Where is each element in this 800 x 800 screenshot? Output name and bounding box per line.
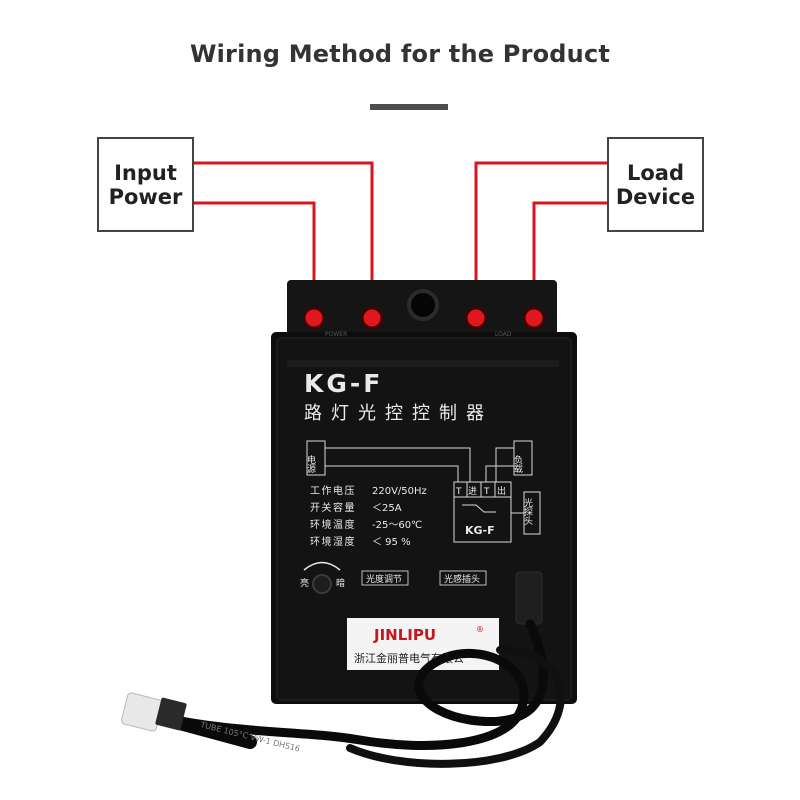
- knob-dark-label: 暗: [336, 577, 345, 589]
- terminal-load-2: [522, 306, 546, 330]
- sensor-plug-label: 光感插头: [444, 573, 480, 585]
- load-device-line2: Device: [615, 184, 696, 209]
- spec-value-3: -25～60℃: [372, 520, 422, 531]
- knob-bright-label: 亮: [300, 577, 309, 589]
- brightness-knob[interactable]: [312, 574, 332, 594]
- spec-label-1: 工作电压: [310, 484, 356, 497]
- knob-arc: [303, 561, 341, 571]
- title-underline: [370, 104, 448, 110]
- input-power-line2: Power: [108, 184, 183, 209]
- panel-wiring-diagram: [306, 440, 541, 543]
- terminal-power-2: [360, 306, 384, 330]
- spec-label-3: 环境温度: [310, 518, 356, 531]
- spec-label-4: 环境湿度: [310, 535, 356, 548]
- diagram-in: 进: [468, 486, 477, 497]
- model-label: KG-F: [304, 369, 383, 398]
- diagram-load-label: 负载: [512, 454, 523, 474]
- terminal-load-1: [464, 306, 488, 330]
- wire-input-1: [190, 161, 374, 312]
- spec-value-4: ＜ 95 %: [372, 537, 411, 548]
- load-device-label-box: Load Device: [607, 137, 704, 232]
- spec-label-2: 开关容量: [310, 501, 356, 514]
- wire-input-2: [190, 201, 316, 312]
- product-name-cn: 路灯光控控制器: [304, 403, 493, 424]
- terminal-power-1: [302, 306, 326, 330]
- diagram-out: 出: [497, 485, 506, 497]
- controller-housing: [271, 280, 577, 704]
- sensor-probe-head: [121, 692, 163, 732]
- front-panel-print: KG-F 路灯光控控制器 电源 负载 T 进: [300, 369, 541, 594]
- input-power-label-box: Input Power: [97, 137, 194, 232]
- wire-load-2: [532, 201, 607, 312]
- terminal-load-tag: LOAD: [495, 331, 512, 338]
- spec-value-2: ＜25A: [372, 503, 402, 514]
- page-title: Wiring Method for the Product: [189, 40, 611, 68]
- brand-registered-mark: ®: [476, 625, 484, 634]
- spec-value-1: 220V/50Hz: [372, 486, 427, 497]
- brand-sticker: JINLIPU ® 浙江金丽普电气有限公: [347, 618, 499, 670]
- diagram-power-label: 电源: [305, 454, 316, 474]
- terminal-power-tag: POWER: [325, 331, 347, 338]
- load-device-line1: Load: [626, 160, 684, 185]
- terminals: POWER LOAD: [302, 289, 546, 338]
- brand-logo: JINLIPU: [373, 626, 436, 644]
- wire-load-1: [474, 161, 607, 312]
- diagram-sensor-label: 光探头: [522, 497, 533, 526]
- wires: [190, 161, 607, 312]
- diagram-t1: T: [455, 487, 462, 497]
- mounting-hole: [407, 289, 439, 321]
- light-adjust-label: 光度调节: [366, 573, 402, 585]
- diagram-box-model: KG-F: [465, 524, 495, 537]
- input-power-line1: Input: [114, 160, 177, 185]
- diagram-t2: T: [483, 487, 490, 497]
- sensor-probe-collar: [155, 697, 187, 731]
